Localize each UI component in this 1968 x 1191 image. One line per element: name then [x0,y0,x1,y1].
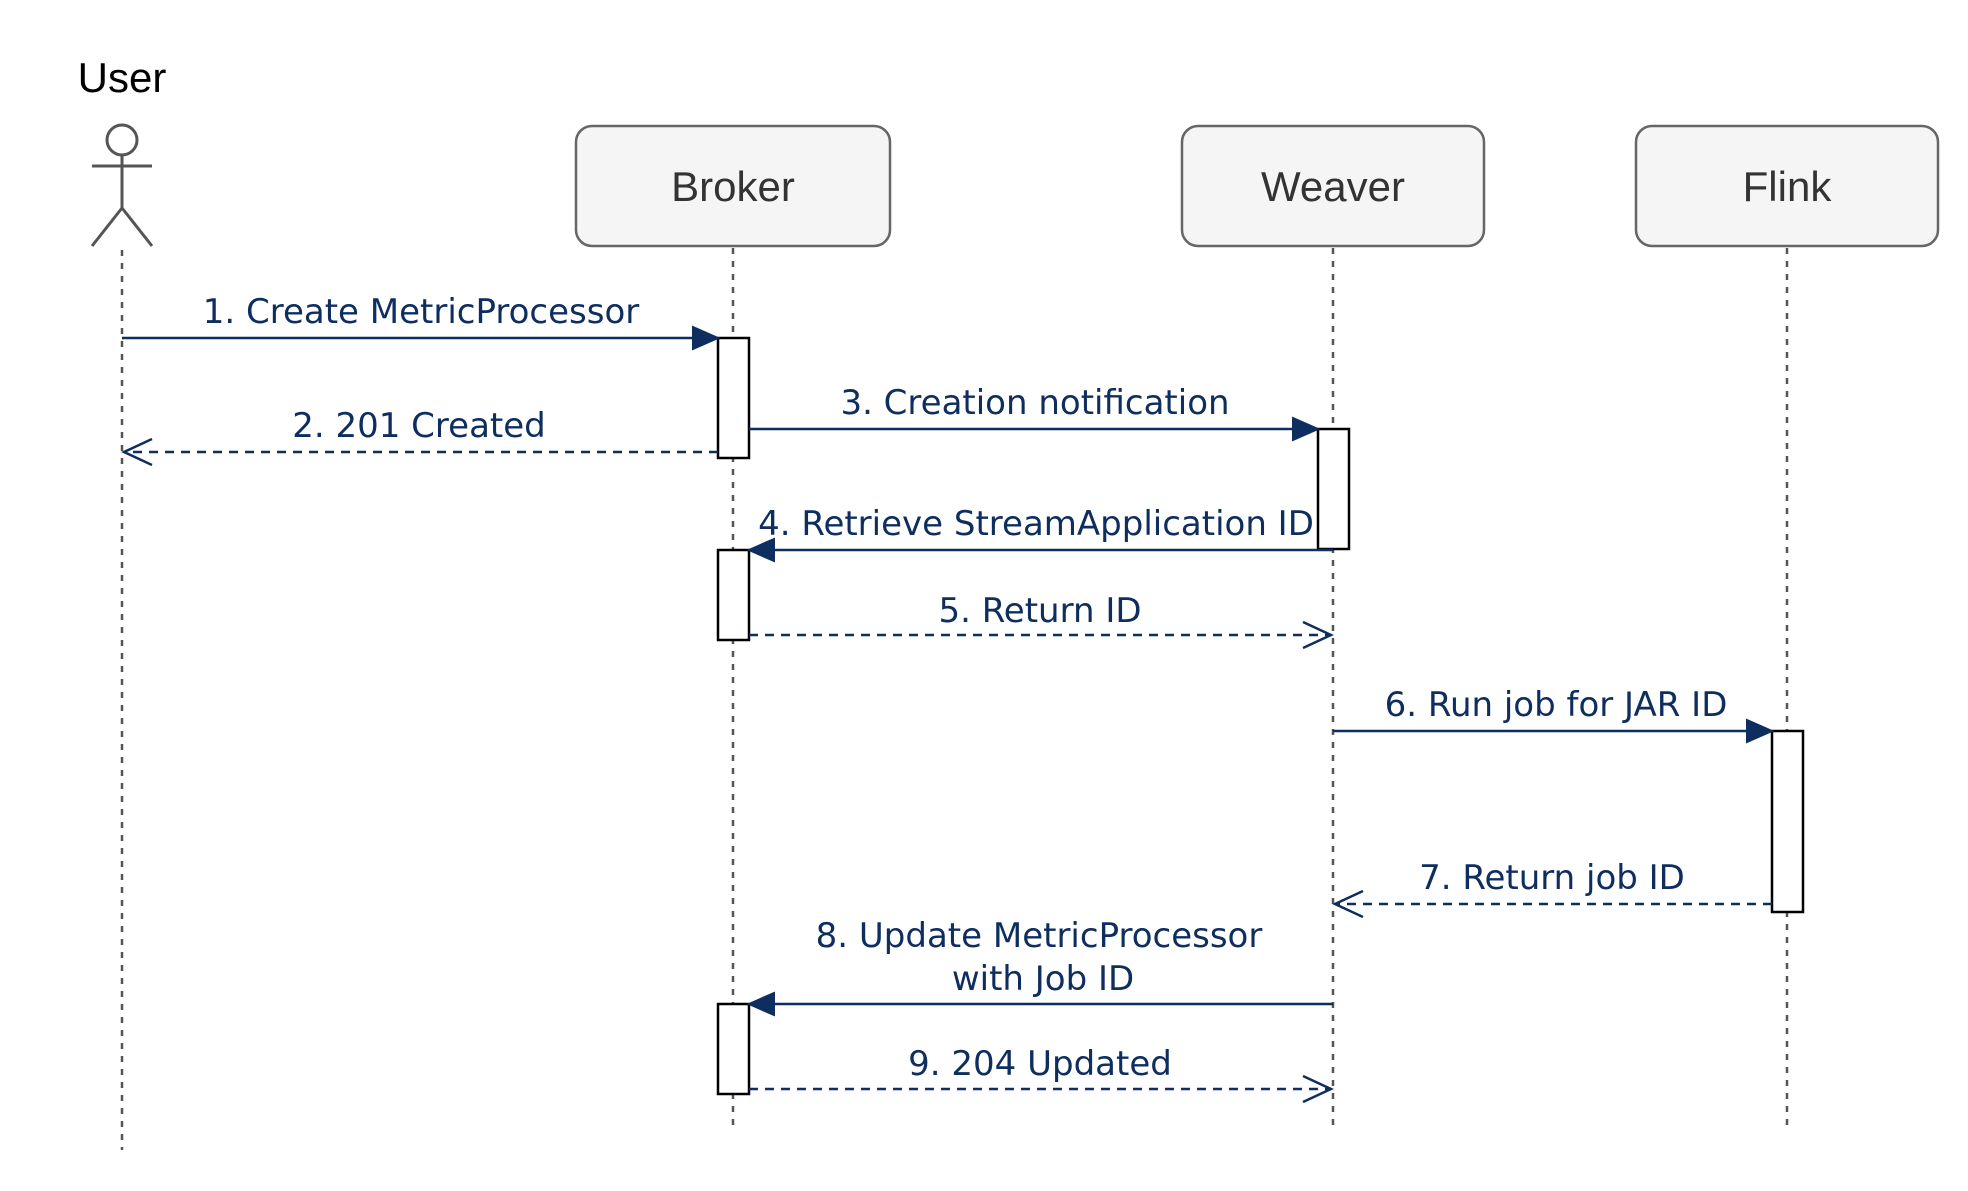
message-8[interactable]: 8. Update MetricProcessor with Job ID [746,916,1333,1017]
message-9-label: 9. 204 Updated [908,1044,1172,1084]
message-1[interactable]: 1. Create MetricProcessor [122,292,721,351]
participant-broker[interactable]: Broker [574,124,892,248]
participant-broker-label: Broker [671,163,795,210]
arrowhead-filled-icon [1292,416,1321,442]
actor-user[interactable]: User [78,54,167,247]
arrowhead-filled-icon [692,325,721,351]
message-1-label: 1. Create MetricProcessor [203,292,640,332]
message-8-label-line1: 8. Update MetricProcessor [816,916,1263,956]
message-7[interactable]: 7. Return job ID [1332,858,1772,919]
participant-weaver-label: Weaver [1261,163,1405,210]
arrowhead-filled-icon [746,537,775,563]
message-9[interactable]: 9. 204 Updated [749,1044,1334,1104]
message-8-label-line2: with Job ID [952,959,1134,999]
arrowhead-filled-icon [746,991,775,1017]
message-5-label: 5. Return ID [938,591,1141,631]
message-6[interactable]: 6. Run job for JAR ID [1333,685,1775,744]
arrowhead-open-icon [1302,1074,1334,1104]
message-5[interactable]: 5. Return ID [749,591,1334,650]
arrowhead-filled-icon [1746,718,1775,744]
arrowhead-open-icon [121,437,153,467]
activation-weaver-1 [1316,427,1351,551]
arrowhead-open-icon [1302,620,1334,650]
message-4-label: 4. Retrieve StreamApplication ID [758,504,1314,544]
activation-broker-1 [716,336,751,460]
message-3-label: 3. Creation notification [840,383,1229,423]
message-3[interactable]: 3. Creation notification [749,383,1321,442]
arrowhead-open-icon [1332,889,1364,919]
message-4[interactable]: 4. Retrieve StreamApplication ID [746,504,1333,563]
message-2[interactable]: 2. 201 Created [121,406,718,467]
message-2-label: 2. 201 Created [292,406,546,446]
participant-flink-label: Flink [1743,163,1833,210]
participant-flink[interactable]: Flink [1634,124,1940,248]
stick-figure-icon [90,123,154,247]
activation-broker-3 [716,1002,751,1096]
message-7-label: 7. Return job ID [1419,858,1685,898]
actor-user-label: User [78,54,167,101]
activation-broker-2 [716,548,751,642]
activation-flink-1 [1770,729,1805,914]
participant-weaver[interactable]: Weaver [1180,124,1486,248]
message-6-label: 6. Run job for JAR ID [1385,685,1728,725]
